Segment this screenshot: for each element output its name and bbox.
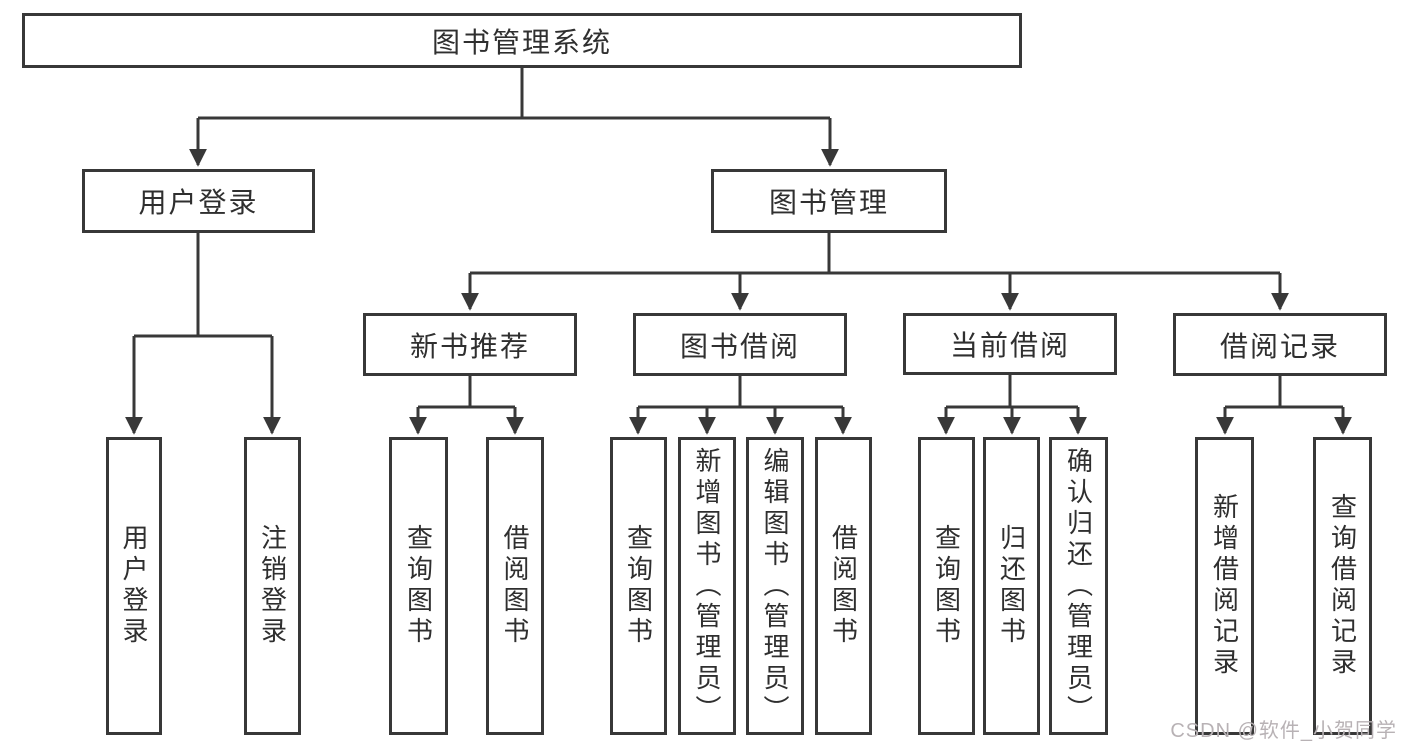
leaf-borrow-books-label: 借阅图书 [828,524,859,648]
node-root: 图书管理系统 [22,13,1022,68]
node-borrow-record: 借阅记录 [1173,313,1387,376]
node-book-mgmt: 图书管理 [711,169,947,233]
leaf-query-books-borrow-label: 查询图书 [623,524,654,648]
leaf-user-login-label: 用户登录 [119,524,149,648]
leaf-borrow-books-newrec-label: 借阅图书 [500,524,530,648]
leaf-query-books-current: 查询图书 [918,437,975,735]
connector-book-borrow-trunk [638,376,843,409]
connector-user-login-trunk [134,233,272,338]
node-new-book-rec-label: 新书推荐 [409,330,530,362]
node-new-book-rec: 新书推荐 [363,313,577,376]
leaf-borrow-books-newrec: 借阅图书 [486,437,544,735]
node-borrow-record-label: 借阅记录 [1219,330,1340,362]
leaf-add-books-admin: 新增图书（管理员） [678,437,736,735]
node-book-borrow: 图书借阅 [633,313,847,376]
connector-book-mgmt-trunk [470,233,1280,275]
connector-current-borrow-trunk [946,375,1078,409]
node-user-login: 用户登录 [82,169,315,233]
leaf-query-books-current-label: 查询图书 [931,524,962,648]
leaf-confirm-return-admin: 确认归还（管理员） [1049,437,1108,735]
leaf-query-books-newrec: 查询图书 [389,437,448,735]
node-user-login-label: 用户登录 [138,187,259,218]
leaf-edit-books-admin-label: 编辑图书（管理员） [760,446,790,726]
csdn-watermark: CSDN @软件_小贺同学 [1170,720,1397,742]
leaf-borrow-books: 借阅图书 [815,437,872,735]
leaf-logout: 注销登录 [244,437,301,735]
leaf-user-login: 用户登录 [106,437,162,735]
leaf-query-borrow-record: 查询借阅记录 [1313,437,1372,735]
connector-borrow-record-trunk [1225,376,1343,409]
connector-new-book-trunk [418,376,515,409]
leaf-confirm-return-admin-label: 确认归还（管理员） [1063,446,1094,726]
node-current-borrow-label: 当前借阅 [949,330,1070,361]
node-current-borrow: 当前借阅 [903,313,1117,375]
leaf-add-borrow-record: 新增借阅记录 [1195,437,1254,735]
leaf-query-borrow-record-label: 查询借阅记录 [1327,493,1358,679]
leaf-query-books-newrec-label: 查询图书 [403,524,434,648]
leaf-query-books-borrow: 查询图书 [610,437,667,735]
leaf-add-borrow-record-label: 新增借阅记录 [1209,493,1240,679]
node-book-borrow-label: 图书借阅 [679,330,800,362]
leaf-add-books-admin-label: 新增图书（管理员） [692,446,722,726]
leaf-logout-label: 注销登录 [257,524,288,648]
node-root-label: 图书管理系统 [431,26,612,58]
leaf-return-books-label: 归还图书 [996,524,1027,648]
node-book-mgmt-label: 图书管理 [768,187,889,218]
leaf-edit-books-admin: 编辑图书（管理员） [746,437,804,735]
leaf-return-books: 归还图书 [983,437,1040,735]
connector-root-trunk [198,68,830,120]
